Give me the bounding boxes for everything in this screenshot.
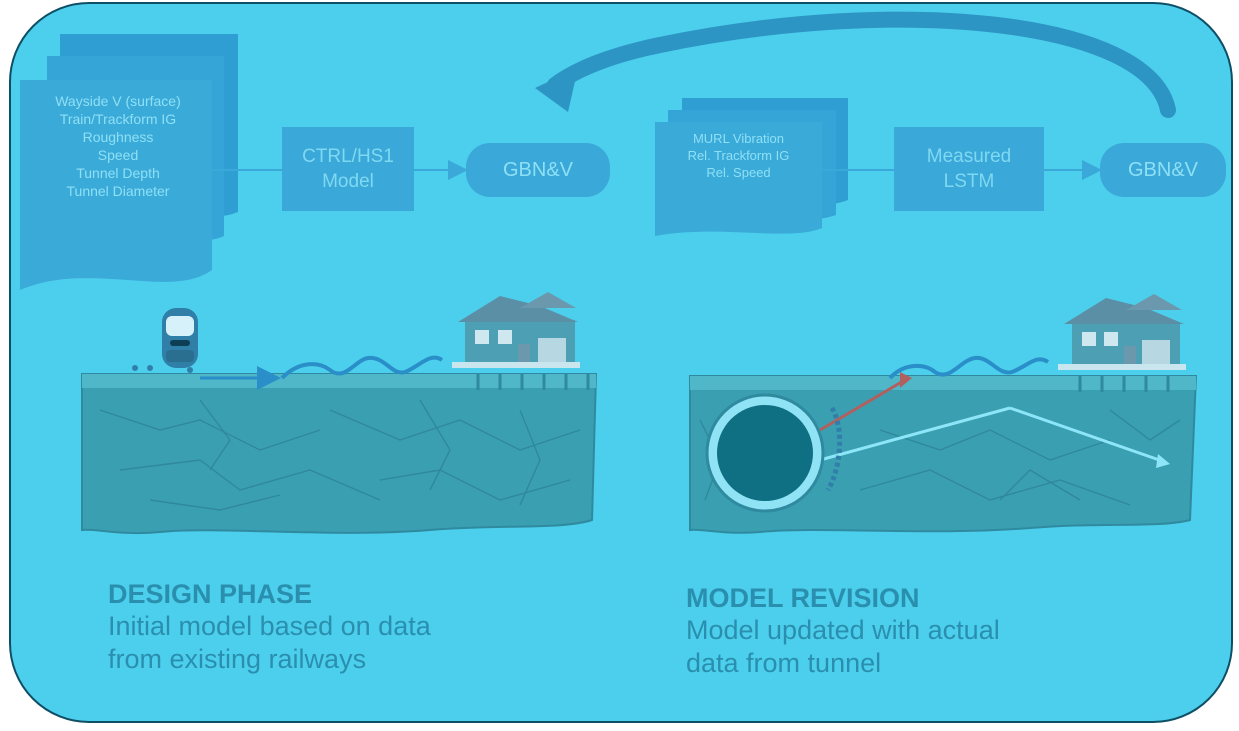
left-ground-block	[81, 355, 598, 535]
model-revision-line1: Model updated with actual	[686, 615, 1000, 645]
input-item: MURL Vibration	[692, 131, 785, 146]
input-item: Speed	[97, 147, 139, 163]
left-inputs-document-stack	[20, 34, 238, 290]
house-icon	[1058, 294, 1186, 370]
tunnel-icon	[705, 393, 825, 513]
left-output-pill: GBN&V	[466, 143, 610, 197]
input-item: Wayside V (surface)	[55, 93, 181, 109]
design-phase-line2: from existing railways	[108, 644, 367, 674]
left-model-box: CTRL/HS1 Model	[282, 127, 414, 211]
right-inputs-document-stack	[655, 98, 848, 236]
input-item: Rel. Trackform IG	[687, 148, 790, 163]
input-item: Tunnel Depth	[76, 165, 160, 181]
output-label: GBN&V	[1127, 158, 1199, 181]
house-icon	[452, 292, 580, 368]
input-item: Rel. Speed	[706, 165, 771, 180]
model-revision-title: MODEL REVISION	[686, 583, 920, 613]
input-item: Train/Trackform IG	[59, 111, 177, 127]
model-revision-caption: MODEL REVISION Model updated with actual…	[686, 582, 1186, 680]
right-inputs-list: MURL Vibration Rel. Trackform IG Rel. Sp…	[655, 130, 822, 181]
right-model-box: Measured LSTM	[894, 127, 1044, 211]
input-item: Roughness	[82, 129, 154, 145]
design-phase-line1: Initial model based on data	[108, 611, 431, 641]
model-line: Model	[322, 171, 374, 192]
model-revision-line2: data from tunnel	[686, 648, 882, 678]
right-output-pill: GBN&V	[1100, 143, 1226, 197]
model-line: CTRL/HS1	[302, 146, 394, 167]
left-inputs-list: Wayside V (surface) Train/Trackform IG R…	[24, 92, 212, 200]
feedback-arrow-icon	[535, 11, 1176, 118]
input-item: Tunnel Diameter	[66, 183, 170, 199]
model-line: Measured	[926, 146, 1012, 167]
model-line: LSTM	[943, 171, 995, 192]
output-label: GBN&V	[502, 158, 574, 181]
design-phase-caption: DESIGN PHASE Initial model based on data…	[108, 578, 608, 676]
design-phase-title: DESIGN PHASE	[108, 579, 313, 609]
train-icon	[132, 308, 198, 373]
